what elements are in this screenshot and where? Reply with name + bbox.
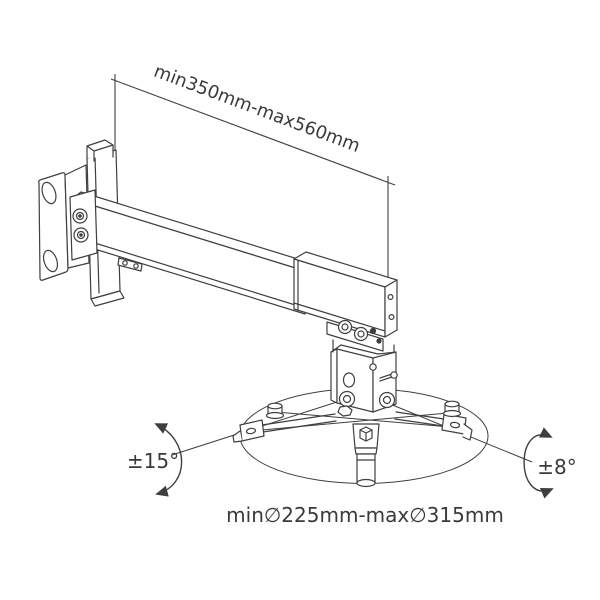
wall-plate-slot-top	[41, 181, 57, 205]
tube-end-plate	[69, 189, 98, 261]
telescopic-arm	[69, 189, 398, 338]
label-diameter-range: min∅225mm-max∅315mm	[226, 503, 504, 527]
bracket-pivot-hole	[342, 372, 356, 388]
column-flange	[354, 447, 378, 455]
adjust-pin	[379, 373, 393, 382]
spider-mount	[232, 400, 473, 488]
sleeve-seam	[293, 302, 386, 332]
slide-clip-screw-1	[122, 260, 128, 266]
cross-brace-2	[275, 411, 463, 429]
swivel-rotation-arrow-icon	[523, 427, 554, 499]
tilt-rotation-arrow-icon	[154, 423, 183, 497]
label-tilt-angle: ±15°	[127, 449, 179, 473]
strap-hole-small	[369, 327, 377, 335]
swivel-arc-right: ±8°	[523, 427, 577, 499]
label-arm-length: min350mm-max560mm	[151, 61, 363, 157]
hex-bolt-side	[337, 405, 353, 417]
right-arm-hook	[462, 423, 473, 441]
left-arm-hook	[232, 430, 243, 443]
drop-cylinder-cap	[356, 478, 376, 488]
tilt-knob-right	[378, 391, 396, 409]
bracket-hole-small	[369, 363, 377, 371]
channel-foot	[90, 290, 125, 307]
right-arm-bar	[394, 411, 445, 427]
slide-clip-screw-2	[133, 263, 139, 269]
left-arm-bar	[261, 413, 337, 433]
label-swivel-angle: ±8°	[537, 455, 576, 479]
tilt-arc-left: ±15°	[127, 423, 183, 497]
right-arm-screw	[442, 400, 462, 418]
dimension-line	[110, 78, 396, 186]
sleeve-end-cap	[384, 279, 398, 338]
clamp-knob-bottom	[73, 227, 89, 243]
tilt-joint	[326, 319, 398, 417]
right-arm-slot	[449, 421, 461, 429]
tilt-knob-left	[338, 390, 356, 408]
hinge-knob-left-top	[337, 319, 353, 335]
clamp-knob-top	[72, 208, 88, 224]
hinge-knob-right-top	[353, 326, 369, 342]
drop-cylinder	[356, 453, 376, 484]
channel-hook	[86, 139, 114, 162]
end-cap-hole-top	[387, 294, 394, 301]
wall-plate-slot-bottom	[42, 249, 59, 273]
inner-tube-seam	[71, 235, 306, 309]
left-arm-slot	[245, 427, 257, 435]
adjust-pin-cap	[390, 371, 398, 379]
bracket-top-edges	[330, 339, 397, 355]
strap-hole-small-2	[376, 338, 382, 344]
end-cap-hole-bottom	[388, 314, 395, 321]
bracket-left-wall	[330, 348, 338, 404]
hub-hex-bolt	[359, 426, 373, 442]
left-arm-screw	[265, 402, 285, 420]
